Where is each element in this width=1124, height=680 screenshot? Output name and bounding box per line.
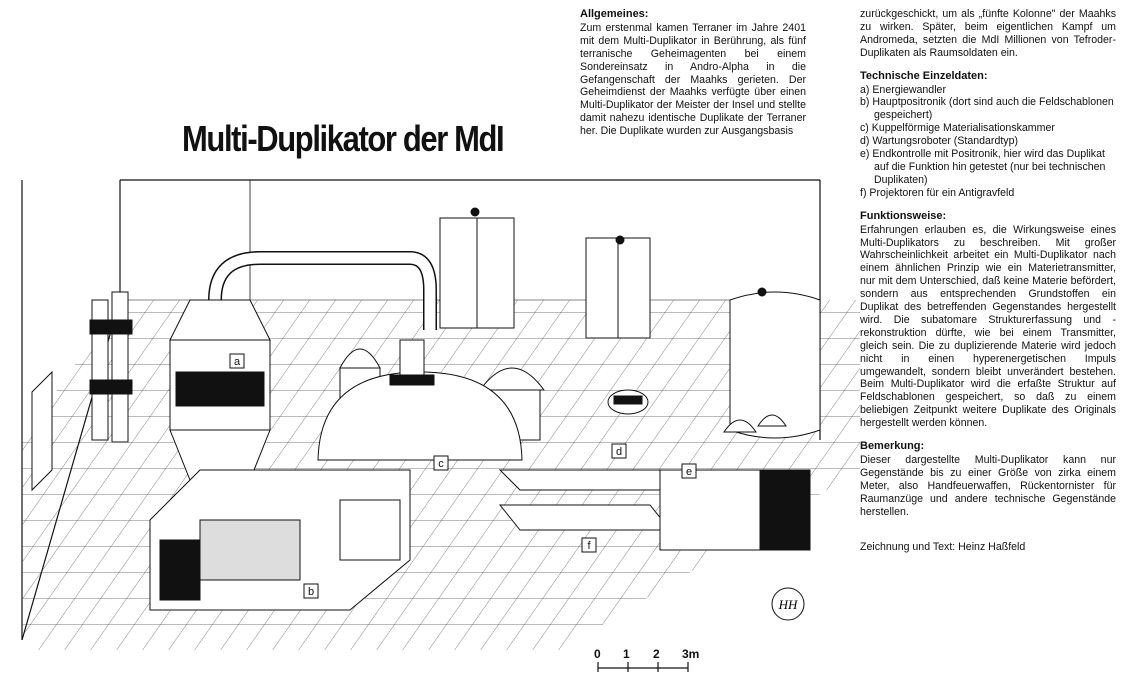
duplicator-illustration: a b c d e f HH — [21, 179, 860, 650]
scale-bar: 0 1 2 3m — [594, 647, 699, 672]
label-b: b — [308, 586, 314, 598]
signature: HH — [771, 587, 805, 621]
drawing-label-texts: a b c d e f — [234, 356, 692, 598]
label-f: f — [587, 540, 591, 552]
label-a: a — [234, 356, 241, 368]
bemerkung-text: Dieser dargestellte Multi-Duplikator kan… — [860, 454, 1116, 518]
section-technische: Technische Einzeldaten: a) Energiewandle… — [860, 70, 1116, 200]
spec-item: c) Kuppelförmige Materialisationskammer — [860, 122, 1055, 135]
scale-tick-label: 3m — [682, 647, 699, 661]
heading-bemerkung: Bemerkung: — [860, 440, 925, 453]
door-left — [439, 207, 515, 329]
heading-funktionsweise: Funktionsweise: — [860, 209, 947, 222]
page-title: Multi-Duplikator der MdI — [182, 118, 505, 159]
scale-tick-label: 2 — [653, 647, 660, 661]
scale-tick-label: 1 — [623, 647, 630, 661]
pipe-column — [89, 291, 133, 443]
materialization-dome — [317, 339, 523, 461]
section-bemerkung: Bemerkung: Dieser dargestellte Multi-Dup… — [860, 440, 1116, 518]
spec-item: e) Endkontrolle mit Positronik, hier wir… — [860, 148, 1106, 186]
main-positronic — [149, 469, 411, 611]
heading-technische: Technische Einzeldaten: — [860, 69, 988, 82]
text-column-left: Allgemeines: Zum erstenmal kamen Terrane… — [580, 8, 806, 138]
allgemeines-continuation: zurückgeschickt, um als „fünfte Kolonne"… — [860, 8, 1116, 59]
heading-allgemeines: Allgemeines: — [580, 8, 649, 20]
spec-item: f) Projektoren für ein Antigravfeld — [860, 186, 1015, 199]
scale-tick-label: 0 — [594, 647, 601, 661]
label-c: c — [438, 458, 444, 470]
label-d: d — [616, 446, 622, 458]
label-e: e — [686, 466, 692, 478]
door-right — [585, 235, 651, 339]
allgemeines-text: Zum erstenmal kamen Terraner im Jahre 24… — [580, 21, 806, 138]
signature-text: HH — [778, 597, 798, 612]
energy-converter — [169, 251, 437, 481]
drawing-labels — [229, 353, 697, 599]
final-control — [659, 469, 811, 551]
text-column-right: zurückgeschickt, um als „fünfte Kolonne"… — [860, 8, 1116, 553]
spec-item: d) Wartungsroboter (Standardtyp) — [860, 135, 1018, 148]
antigrav-projectors — [498, 469, 702, 531]
door-side — [31, 370, 53, 492]
section-funktionsweise: Funktionsweise: Erfahrungen erlauben es,… — [860, 210, 1116, 430]
maintenance-robot — [607, 389, 649, 415]
spec-item: a) Energiewandler — [860, 83, 946, 96]
spec-item: b) Hauptpositronik (dort sind auch die F… — [860, 96, 1114, 122]
credit-line: Zeichnung und Text: Heinz Haßfeld — [860, 540, 1026, 553]
funktionsweise-text: Erfahrungen erlauben es, die Wirkungswei… — [860, 223, 1116, 430]
spec-list: a) Energiewandler b) Hauptpositronik (do… — [860, 84, 1116, 200]
pillar-right — [729, 287, 821, 439]
